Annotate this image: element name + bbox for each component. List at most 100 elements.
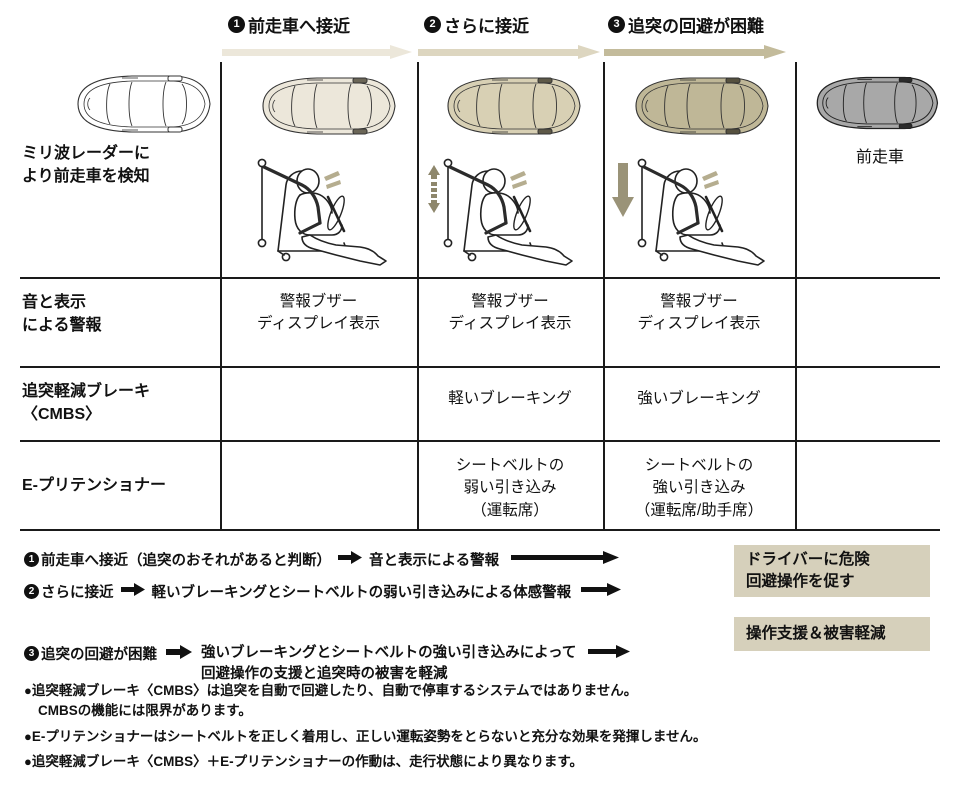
row-label-line: より前走車を検知	[22, 167, 150, 185]
row-label-line: ミリ波レーダーに	[22, 145, 151, 162]
car-illustration-stage1	[255, 72, 400, 140]
cell-line: 警報ブザー	[471, 293, 549, 310]
cell-line: 警報ブザー	[660, 293, 738, 310]
footnote-2-text: E-プリテンショナーはシートベルトを正しく着用し、正しい運転姿勢をとらないと充分…	[31, 729, 707, 744]
flow-line-2: 2 さらに接近 軽いブレーキングとシートベルトの弱い引き込みによる体感警報	[24, 581, 622, 602]
table-col-divider-3	[603, 62, 605, 530]
row-label-line: 追突軽減ブレーキ	[22, 383, 151, 400]
stage-number-1: 1	[228, 16, 245, 33]
footnote-2: ●E-プリテンショナーはシートベルトを正しく着用し、正しい運転姿勢をとらないと充…	[24, 727, 706, 747]
flow-number-2: 2	[24, 584, 39, 599]
footnote-1-cont: CMBSの機能には限界があります。	[38, 703, 252, 719]
arrow-head	[390, 45, 412, 59]
bullet-icon: ●	[24, 683, 32, 698]
stage-header-1: 1 前走車へ接近	[228, 12, 350, 37]
car-topview-svg	[816, 76, 939, 130]
stage-number-2: 2	[424, 16, 441, 33]
stage-progress-arrow-2	[418, 45, 600, 59]
flow-arrow-icon	[338, 551, 362, 568]
bullet-icon: ●	[24, 729, 32, 744]
cell-pretensioner-stage2: シートベルトの 弱い引き込み （運転席）	[417, 455, 603, 522]
footnote-1-text: 追突軽減ブレーキ〈CMBS〉は追突を自動で回避したり、自動で停車するシステムでは…	[31, 683, 638, 698]
arrow-shaft	[222, 49, 390, 56]
car-topview-svg	[447, 77, 581, 135]
table-row-divider-1	[20, 277, 940, 279]
car-illustration-lead	[810, 72, 942, 134]
table-col-divider-1	[220, 62, 222, 530]
cell-line: 強いブレーキング	[637, 390, 761, 407]
footnote-1-main: ●追突軽減ブレーキ〈CMBS〉は追突を自動で回避したり、自動で停車するシステムで…	[24, 681, 637, 701]
cell-line: 弱い引き込み	[463, 479, 557, 497]
footnote-1: ●追突軽減ブレーキ〈CMBS〉は追突を自動で回避したり、自動で停車するシステムで…	[24, 681, 637, 722]
cell-line: ディスプレイ表示	[637, 315, 761, 333]
driver-figure-stage2	[426, 155, 596, 270]
cell-pretensioner-stage3: シートベルトの 強い引き込み （運転席/助手席）	[603, 455, 795, 522]
footnote-3: ●追突軽減ブレーキ〈CMBS〉＋E-プリテンショナーの作動は、走行状態により異な…	[24, 752, 583, 772]
strong-pull-arrow-icon	[612, 163, 634, 217]
flow-text-3a: 追突の回避が困難	[41, 647, 157, 664]
stage-label-3: 追突の回避が困難	[628, 17, 764, 36]
bullet-icon: ●	[24, 754, 32, 769]
arrow-shaft	[604, 49, 764, 56]
row-label-cmbs: 追突軽減ブレーキ 〈CMBS〉	[22, 381, 150, 426]
flow-arrow-icon-2	[588, 645, 631, 662]
result-box-2-line: 操作支援＆被害軽減	[746, 624, 886, 642]
flow-arrow-icon-2	[581, 583, 622, 600]
flow-text-3b: 強いブレーキングとシートベルトの強い引き込みによって 回避操作の支援と追突時の被…	[201, 622, 576, 685]
flow-text-2a: さらに接近	[41, 585, 114, 601]
result-box-2: 操作支援＆被害軽減	[734, 617, 930, 651]
cell-warning-stage3: 警報ブザー ディスプレイ表示	[603, 291, 795, 336]
weak-pull-arrow-icon	[428, 165, 440, 213]
car-topview-svg	[635, 77, 769, 135]
stage-progress-arrow-1	[222, 45, 412, 59]
table-row-divider-4	[20, 529, 940, 531]
driver-figure-stage3	[612, 155, 782, 270]
flow-text-1b: 音と表示による警報	[369, 553, 500, 569]
arrow-head	[764, 45, 786, 59]
cell-line: シートベルトの	[644, 457, 754, 474]
cell-warning-stage1: 警報ブザー ディスプレイ表示	[220, 291, 417, 336]
driver-seat-svg	[428, 158, 573, 266]
driver-figure-stage1	[240, 155, 410, 270]
row-label-radar: ミリ波レーダーに より前走車を検知	[22, 143, 150, 188]
right-arrow-icon	[120, 583, 145, 596]
flow-text-3b-inner: 強いブレーキングとシートベルトの強い引き込みによって 回避操作の支援と追突時の被…	[201, 645, 577, 683]
right-arrow-long-icon	[511, 551, 620, 564]
arrow-head	[578, 45, 600, 59]
cell-line: （運転席）	[471, 501, 549, 519]
row-label-pretensioner: E-プリテンショナー	[22, 475, 166, 498]
flow-line-1: 1 前走車へ接近（追突のおそれがあると判断） 音と表示による警報	[24, 549, 620, 570]
cell-line: （運転席/助手席）	[634, 501, 764, 519]
table-col-divider-2	[417, 62, 419, 530]
cell-line: 強い引き込み	[652, 479, 746, 497]
row-label-line: による警報	[22, 316, 102, 334]
cell-line: 警報ブザー	[279, 293, 358, 310]
stage-label-2: さらに接近	[444, 17, 529, 36]
row-label-line: 〈CMBS〉	[22, 405, 102, 423]
cell-line: 軽いブレーキング	[448, 390, 572, 407]
cell-line: ディスプレイ表示	[448, 315, 572, 333]
row-label-line: E-プリテンショナー	[22, 477, 167, 494]
flow-text-1a: 前走車へ接近（追突のおそれがあると判断）	[41, 553, 331, 569]
flow-long-arrow-icon	[511, 551, 620, 568]
right-arrow-icon	[338, 551, 362, 564]
stage-header-2: 2 さらに接近	[424, 12, 529, 37]
table-col-divider-4	[795, 62, 797, 530]
cell-line: ディスプレイ表示	[257, 315, 380, 333]
flow-text-2b: 軽いブレーキングとシートベルトの弱い引き込みによる体感警報	[151, 585, 572, 601]
cell-warning-stage2: 警報ブザー ディスプレイ表示	[417, 291, 603, 336]
footnote-3-text: 追突軽減ブレーキ〈CMBS〉＋E-プリテンショナーの作動は、走行状態により異なり…	[31, 754, 583, 769]
arrow-shaft	[418, 49, 578, 56]
stage-progress-arrow-3	[604, 45, 786, 59]
flow-number-3: 3	[24, 646, 39, 662]
driver-seat-svg	[257, 158, 387, 266]
right-arrow-icon	[588, 645, 631, 659]
flow-line-3: 3 追突の回避が困難 強いブレーキングとシートベルトの強い引き込みによって 回避…	[24, 622, 631, 685]
right-arrow-icon	[581, 583, 622, 596]
lead-car-label: 前走車	[855, 149, 904, 166]
driver-seat-svg	[612, 158, 765, 266]
result-box-1: ドライバーに危険 回避操作を促す	[734, 545, 930, 597]
cell-cmbs-stage2: 軽いブレーキング	[417, 388, 603, 410]
flow-arrow-icon	[120, 583, 145, 600]
stage-number-3: 3	[608, 16, 625, 33]
